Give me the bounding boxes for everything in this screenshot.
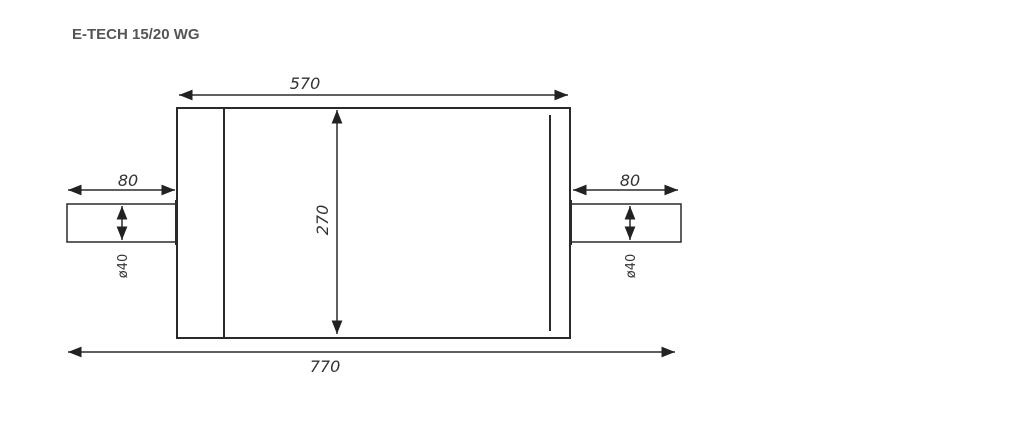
drum-body (176, 107, 571, 339)
dim-label-570: 570 (290, 74, 321, 93)
dim-label-right-dia: ø40 (624, 254, 639, 279)
dim-label-left-dia: ø40 (116, 254, 131, 279)
dim-label-770: 770 (310, 357, 341, 376)
dim-label-left-80: 80 (118, 171, 138, 190)
dim-label-270: 270 (313, 205, 332, 236)
drawing-title: E-TECH 15/20 WG (72, 26, 200, 43)
right-shaft (570, 203, 682, 243)
dim-label-right-80: 80 (620, 171, 640, 190)
